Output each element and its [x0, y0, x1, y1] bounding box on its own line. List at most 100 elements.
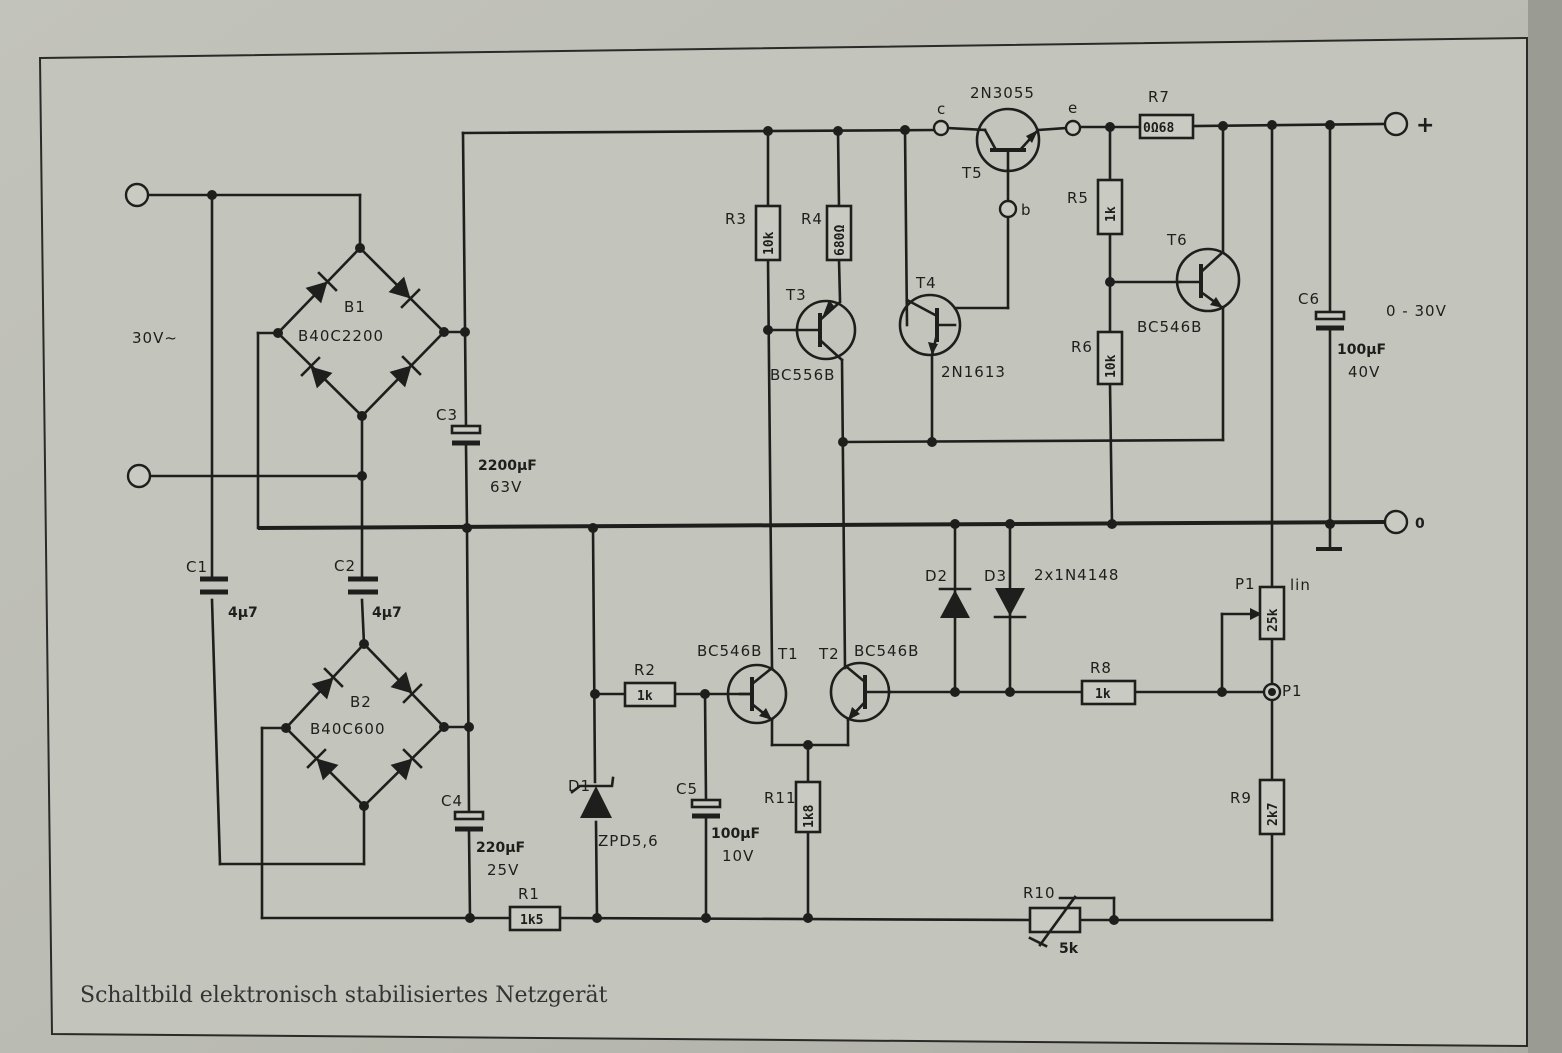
resistor-r4 — [825, 204, 853, 262]
t5-collector-pin — [932, 119, 950, 137]
capacitor-c6 — [1314, 310, 1346, 331]
diode-icon — [311, 667, 344, 700]
c3-name: C3 — [436, 406, 458, 424]
c6-value: 100µF — [1337, 342, 1386, 358]
t1-type: BC546B — [697, 642, 762, 660]
transistor-t2 — [829, 661, 892, 723]
c5-value: 100µF — [711, 826, 760, 842]
r11-value: 1k8 — [802, 804, 817, 828]
p1-taper: lin — [1290, 576, 1311, 594]
zener-diode-d1 — [570, 776, 615, 818]
c1-name: C1 — [186, 558, 208, 576]
c4-voltage: 25V — [487, 861, 519, 879]
t5-emitter-pin — [1064, 119, 1082, 137]
t5-base-pin — [998, 199, 1018, 219]
r6-name: R6 — [1071, 338, 1093, 356]
d2-name: D2 — [925, 567, 948, 585]
r9-name: R9 — [1230, 789, 1252, 807]
transistor-t6 — [1175, 247, 1241, 313]
diode-icon — [388, 276, 421, 309]
d1-name: D1 — [568, 777, 591, 795]
r7-name: R7 — [1148, 88, 1170, 106]
r9-value: 2k7 — [1266, 803, 1281, 826]
transistor-t4 — [898, 293, 962, 357]
resistor-r8 — [1080, 679, 1137, 706]
r10-value: 5k — [1059, 941, 1079, 957]
plus-output-terminal — [1383, 111, 1409, 137]
r5-value: 1k — [1104, 206, 1119, 222]
t6-type: BC546B — [1137, 318, 1202, 336]
resistor-r11 — [794, 780, 822, 834]
r3-value: 10k — [762, 231, 777, 255]
t4-name: T4 — [915, 274, 937, 292]
t3-type: BC556B — [770, 366, 835, 384]
capacitor-c4 — [453, 810, 485, 832]
c5-voltage: 10V — [722, 847, 754, 865]
bridge-rectifier-b2 — [284, 642, 446, 808]
output-range-label: 0 - 30V — [1386, 302, 1447, 320]
trimmer-r10 — [1028, 895, 1082, 948]
diode-icon — [390, 748, 423, 781]
r6-value: 10k — [1104, 354, 1119, 378]
c1-value: 4µ7 — [228, 605, 258, 621]
ac-input-terminal-bottom — [126, 463, 152, 489]
transistor-t5 — [975, 107, 1041, 173]
transistor-t1 — [726, 663, 788, 725]
t5-c-label: c — [937, 100, 946, 118]
r11-name: R11 — [764, 789, 797, 807]
transistor-t3 — [794, 299, 857, 362]
diode-icon — [300, 356, 333, 389]
t2-type: BC546B — [854, 642, 919, 660]
p1-node-label: P1 — [1282, 682, 1303, 700]
c2-value: 4µ7 — [372, 605, 402, 621]
c4-name: C4 — [441, 792, 463, 810]
b1-name: B1 — [344, 298, 366, 316]
p1-value: 25k — [1266, 608, 1281, 632]
frame-border — [38, 36, 1528, 1048]
zero-label: 0 — [1415, 516, 1425, 532]
capacitor-c5 — [690, 798, 722, 819]
zero-output-terminal — [1383, 509, 1409, 535]
diode-icon — [306, 748, 339, 781]
c6-voltage: 40V — [1348, 363, 1380, 381]
resistor-r5 — [1096, 178, 1124, 236]
r8-value: 1k — [1095, 687, 1111, 702]
r3-name: R3 — [725, 210, 747, 228]
c5-name: C5 — [676, 780, 698, 798]
diode-icon — [305, 271, 338, 304]
t5-name: T5 — [961, 164, 983, 182]
diode-d3 — [993, 588, 1027, 619]
t5-type: 2N3055 — [970, 84, 1035, 102]
resistor-r2 — [623, 681, 677, 708]
b1-type: B40C2200 — [298, 327, 384, 345]
r8-name: R8 — [1090, 659, 1112, 677]
resistor-r6 — [1096, 330, 1124, 386]
p1-node-marker — [1262, 682, 1282, 702]
t6-name: T6 — [1166, 231, 1188, 249]
r1-value: 1k5 — [520, 913, 543, 928]
d1-type: ZPD5,6 — [598, 832, 659, 850]
c6-name: C6 — [1298, 290, 1320, 308]
r7-value: 0Ω68 — [1143, 121, 1174, 136]
r2-value: 1k — [637, 689, 653, 704]
p1-name: P1 — [1235, 575, 1256, 593]
t5-e-label: e — [1068, 99, 1078, 117]
resistor-r7 — [1138, 113, 1195, 140]
b2-name: B2 — [350, 693, 372, 711]
r4-value: 680Ω — [833, 225, 848, 256]
potentiometer-p1 — [1258, 585, 1286, 641]
ac-input-label: 30V~ — [132, 329, 178, 347]
t2-name: T2 — [818, 645, 840, 663]
t5-b-label: b — [1021, 201, 1032, 219]
wiring — [148, 122, 1387, 922]
r1-name: R1 — [518, 885, 540, 903]
ac-input-terminal-top — [124, 182, 150, 208]
capacitor-c3 — [450, 424, 482, 446]
t3-name: T3 — [785, 286, 807, 304]
t4-type: 2N1613 — [941, 363, 1006, 381]
plus-label: + — [1416, 113, 1435, 138]
diode-icon — [389, 355, 422, 388]
bridge-rectifier-b1 — [276, 246, 446, 418]
resistor-r9 — [1258, 778, 1286, 836]
r5-name: R5 — [1067, 189, 1089, 207]
